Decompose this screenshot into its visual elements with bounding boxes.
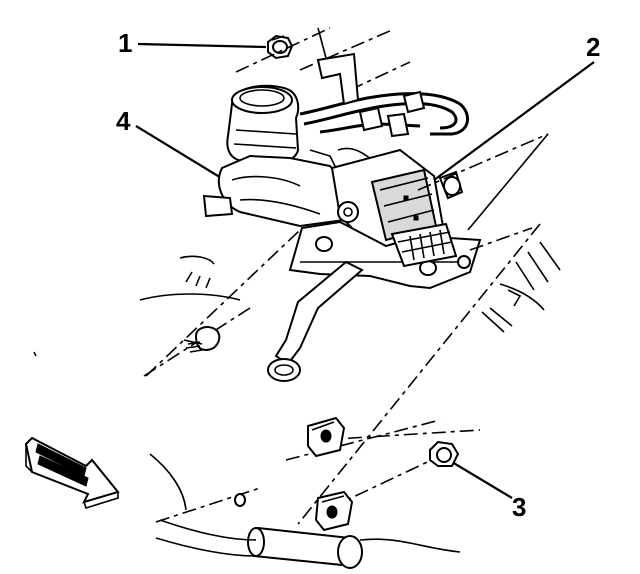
vehicle-panel-sketch [33,255,241,357]
master-cylinder-reservoir [226,84,300,166]
callout-2-label: 2 [586,32,600,62]
callout-3-leader [451,461,513,499]
brake-modulator-assembly [330,148,464,254]
alignment-line [297,223,541,525]
nut-icon-3 [429,440,460,467]
front-direction-arrow-icon [24,436,120,509]
alignment-line [417,133,549,191]
electrical-connector [390,222,458,268]
callout-2: 2 [425,32,600,187]
alignment-line [299,29,393,71]
alignment-line [155,487,261,523]
bolt-icon [183,326,221,353]
callout-3-label: 3 [512,492,526,522]
callout-2-leader [425,61,595,187]
callout-1-leader [137,42,267,49]
rubber-isolator-lower [314,490,354,532]
callout-4-label: 4 [116,106,131,136]
master-cylinder-body [202,154,352,228]
alignment-line [285,419,441,461]
vehicle-panel-sketch-right [481,241,561,333]
alignment-line [469,227,533,251]
callout-1-label: 1 [118,28,132,58]
alignment-line [235,27,331,73]
callout-3: 3 [451,461,526,522]
alignment-line [145,229,301,377]
mounting-bracket [316,52,360,106]
alignment-line [349,61,411,91]
alignment-line [317,27,327,59]
bracket-tube [149,453,461,569]
nut-icon [267,34,294,60]
callout-1: 1 [118,28,267,58]
ground-strap [267,260,364,382]
mounting-hole [234,493,246,507]
alignment-line [467,133,549,231]
brake-lines [299,90,469,177]
alignment-line [319,429,481,441]
rubber-isolator-upper [307,416,346,458]
